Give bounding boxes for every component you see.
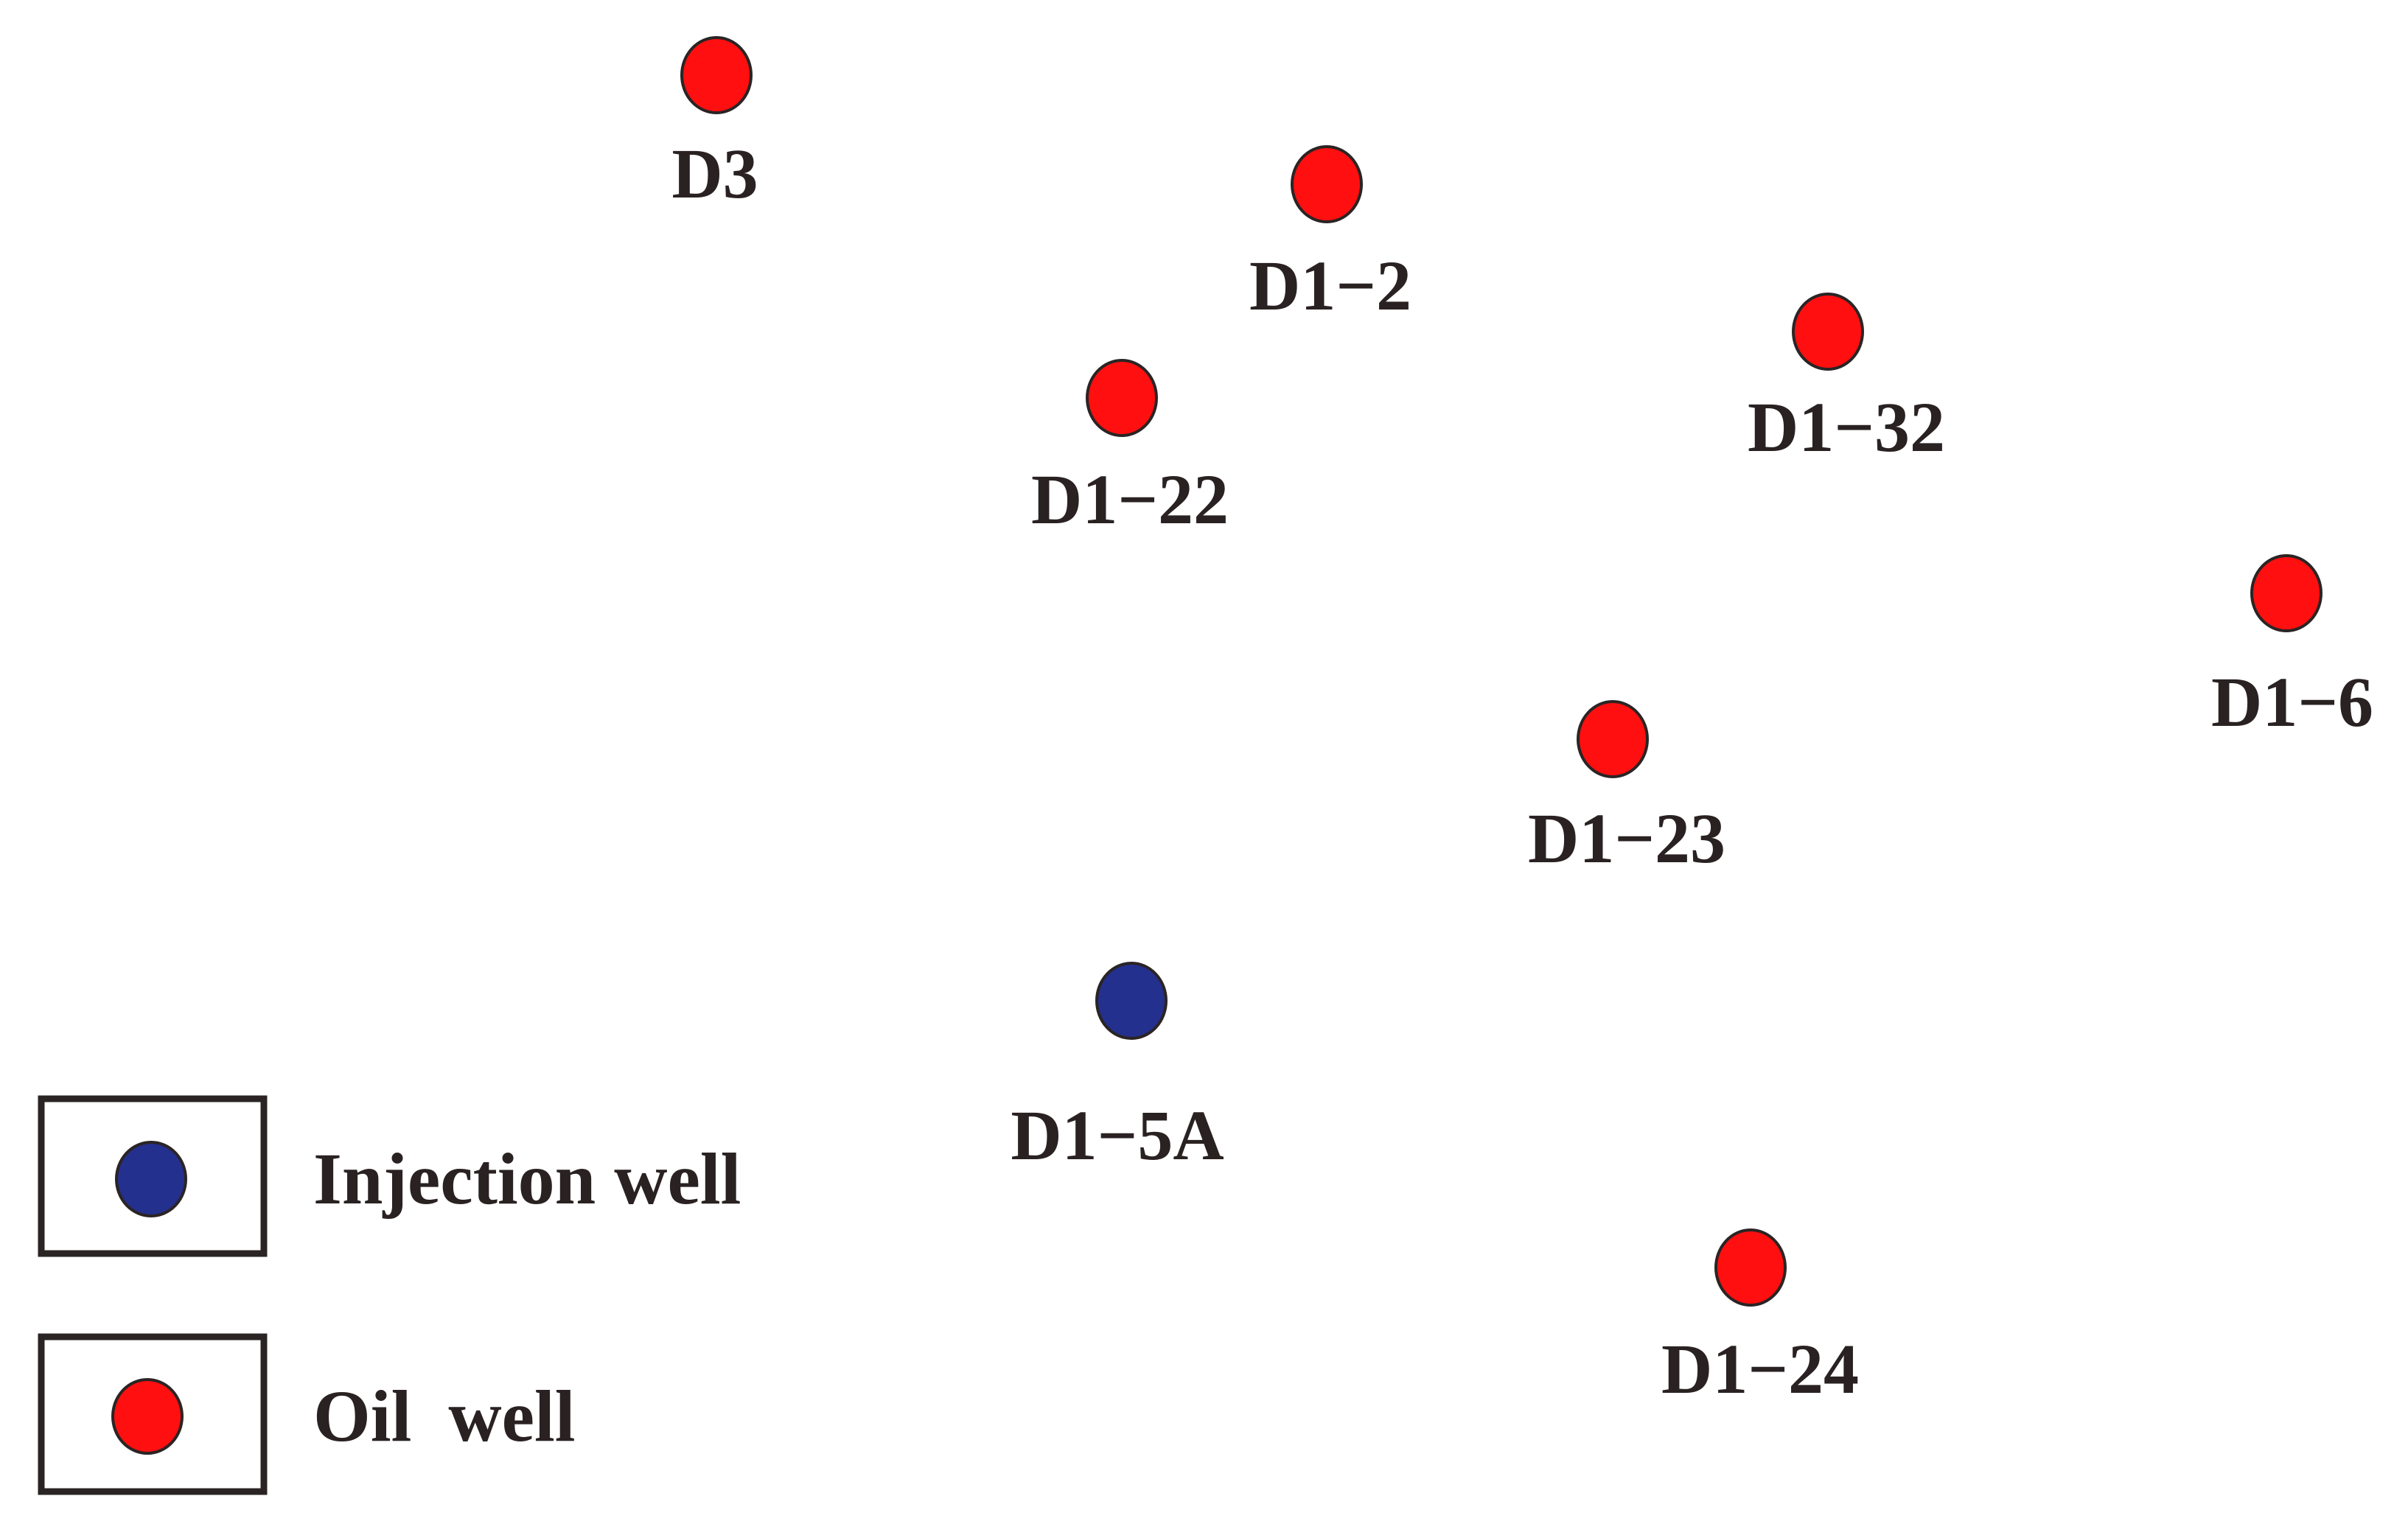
oil-well-marker [1577, 700, 1649, 778]
well-d3: D3 [671, 36, 758, 213]
oil-well-icon [111, 1378, 184, 1455]
oil-well-marker [1291, 145, 1363, 223]
well-d1-32: D1−32 [1748, 293, 1945, 466]
oil-well-marker [1086, 359, 1158, 437]
legend-box-injection [38, 1095, 268, 1257]
well-label: D1−2 [1249, 246, 1411, 325]
legend-label-oil: Oil well [313, 1375, 576, 1457]
well-label: D1−6 [2211, 663, 2373, 741]
injection-well-marker [1095, 962, 1168, 1040]
well-label: D1−5A [1011, 1096, 1224, 1175]
well-d1-24: D1−24 [1661, 1228, 1859, 1408]
well-label: D3 [671, 134, 758, 213]
legend-label-injection: Injection well [313, 1138, 741, 1220]
injection-well-icon [115, 1141, 187, 1217]
well-label: D1−23 [1528, 799, 1725, 878]
well-label: D1−24 [1661, 1329, 1859, 1408]
legend-box-oil [38, 1333, 268, 1495]
oil-well-marker [2250, 554, 2323, 632]
well-d1-23: D1−23 [1528, 700, 1725, 878]
legend-item-oil: Oil well [38, 1333, 576, 1495]
oil-well-marker [680, 36, 753, 114]
well-d1-6: D1−6 [2211, 554, 2373, 741]
legend: Injection well Oil well [38, 1095, 741, 1495]
well-d1-22: D1−22 [1031, 359, 1229, 539]
well-d1-5a: D1−5A [1011, 962, 1224, 1175]
well-label: D1−32 [1748, 388, 1945, 466]
well-d1-2: D1−2 [1249, 145, 1411, 325]
well-label: D1−22 [1031, 460, 1229, 539]
legend-item-injection: Injection well [38, 1095, 741, 1257]
oil-well-marker [1714, 1228, 1787, 1307]
oil-well-marker [1792, 293, 1864, 371]
